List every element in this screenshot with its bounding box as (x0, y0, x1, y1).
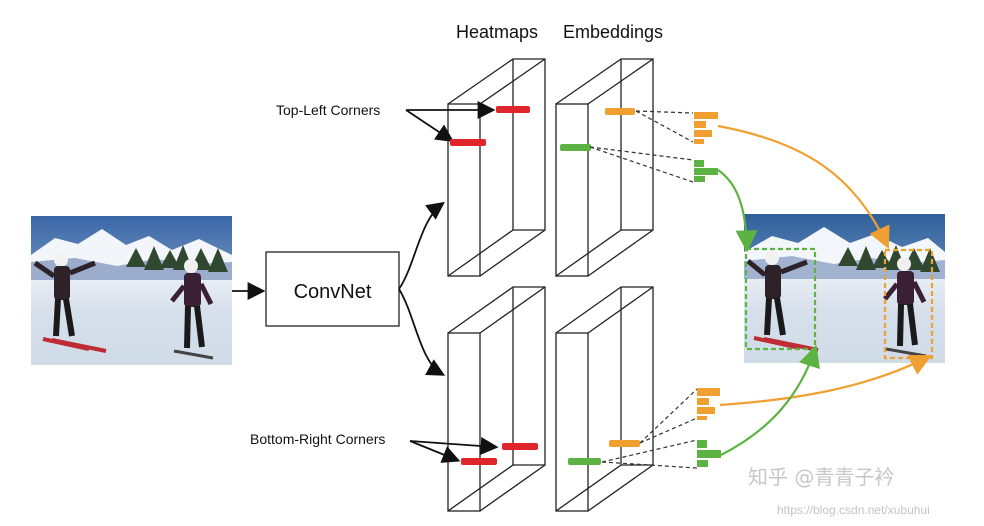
embedding-top-left-green-marker (560, 144, 591, 151)
embeddings-header: Embeddings (563, 22, 663, 42)
heatmap-bottom-right-marker-upper (502, 443, 538, 450)
green-top-association-arrow (717, 169, 758, 253)
green-bottom-association-arrow (720, 344, 820, 456)
bottom-right-green-embedding-vector (697, 440, 721, 467)
watermark-main-text: 知乎 @青青子衿 (748, 465, 894, 489)
embedding-top-left-orange-marker (605, 108, 635, 115)
bottom-right-orange-embedding-vector (697, 388, 720, 420)
input-photo (31, 216, 232, 365)
heatmaps-header: Heatmaps (456, 22, 538, 42)
top-embedding-box (555, 58, 654, 277)
bottom-embedding-projection-lines (601, 388, 698, 469)
convnet-label: ConvNet (294, 281, 372, 303)
embedding-bottom-right-green-marker (568, 458, 601, 465)
lower-branch-arrow (398, 288, 446, 376)
top-left-corners-label: Top-Left Corners (276, 102, 380, 118)
bottom-right-annotation-arrow-1 (409, 437, 499, 455)
heatmap-bottom-right-marker-lower (461, 458, 497, 465)
top-left-orange-embedding-vector (694, 112, 718, 144)
heatmap-top-left-marker-lower (450, 139, 486, 146)
output-photo (744, 214, 945, 363)
top-heatmap-box (447, 58, 546, 277)
watermark-url-text: https://blog.csdn.net/xubuhui (777, 503, 930, 517)
top-embedding-projection-lines (589, 110, 694, 183)
top-left-green-embedding-vector (694, 160, 718, 182)
bottom-right-annotation-arrow-2 (409, 440, 461, 463)
orange-top-association-arrow (717, 124, 890, 249)
green-detection-box (744, 247, 817, 351)
heatmap-top-left-marker-upper (496, 106, 530, 113)
embedding-bottom-right-orange-marker (609, 440, 640, 447)
bottom-right-corners-label: Bottom-Right Corners (250, 431, 385, 447)
convnet-box (265, 251, 400, 327)
orange-bottom-association-arrow (719, 355, 932, 407)
bottom-embedding-box (555, 286, 654, 512)
bottom-heatmap-box (447, 286, 546, 512)
upper-branch-arrow (398, 201, 445, 290)
top-left-annotation-arrow-2 (405, 109, 454, 142)
